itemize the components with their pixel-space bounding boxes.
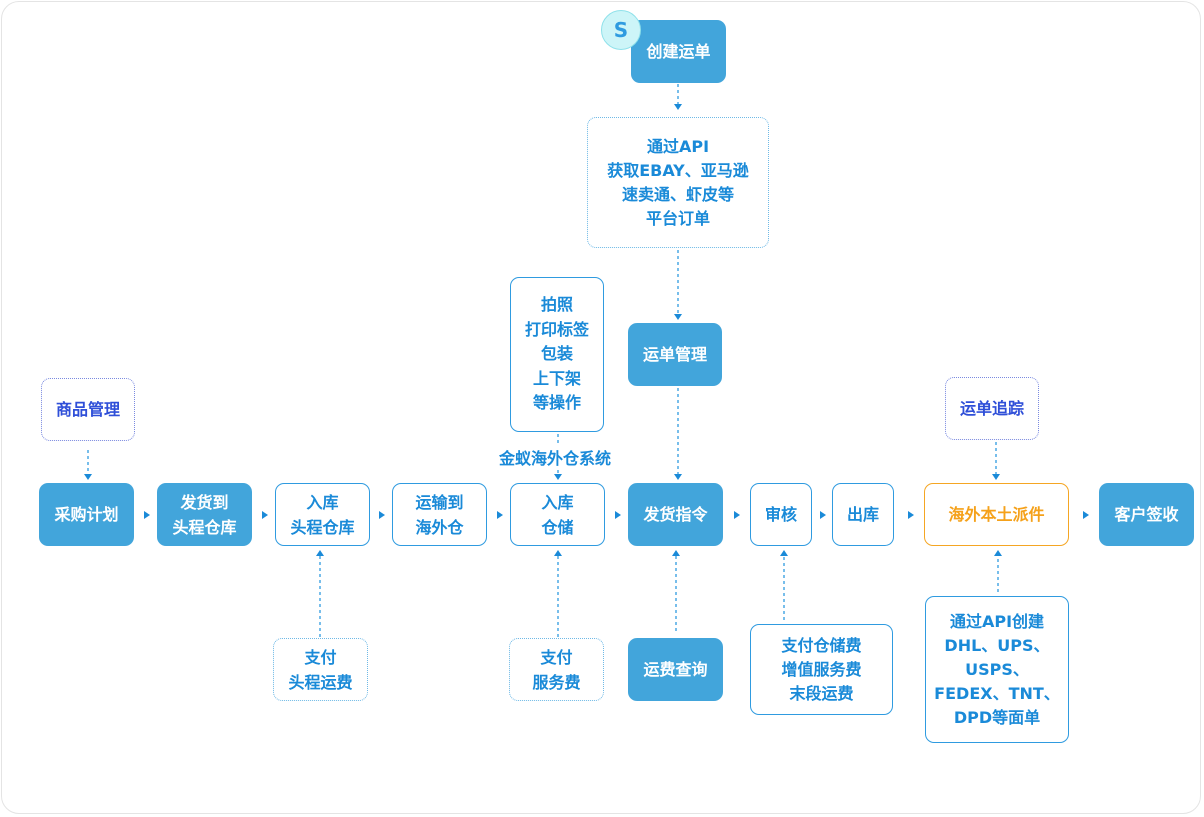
arrowhead-up	[994, 550, 1002, 556]
arrowhead-down	[554, 474, 562, 480]
node-pay-fees[interactable]: 支付仓储费 增值服务费 末段运费	[750, 624, 893, 715]
node-create-waybill[interactable]: 创建运单	[631, 20, 726, 83]
arrowhead-down	[674, 474, 682, 480]
node-shipping-instruction[interactable]: 发货指令	[628, 483, 723, 546]
arrowhead-right	[908, 511, 914, 519]
arrowhead-up	[672, 550, 680, 556]
system-title: 金蚁海外仓系统	[498, 445, 613, 469]
node-customer-signoff[interactable]: 客户签收	[1099, 483, 1194, 546]
node-pay-first-leg-freight[interactable]: 支付 头程运费	[273, 638, 368, 701]
arrowhead-up	[316, 550, 324, 556]
node-purchase-plan[interactable]: 采购计划	[39, 483, 134, 546]
start-badge: S	[601, 10, 641, 50]
arrowhead-right	[497, 511, 503, 519]
node-freight-query[interactable]: 运费查询	[628, 638, 723, 701]
node-pay-service-fee[interactable]: 支付 服务费	[509, 638, 604, 701]
node-api-orders[interactable]: 通过API 获取EBAY、亚马逊 速卖通、虾皮等 平台订单	[587, 117, 769, 248]
arrowhead-up	[554, 550, 562, 556]
arrowhead-down	[992, 474, 1000, 480]
node-waybill-management[interactable]: 运单管理	[628, 323, 722, 386]
arrowhead-down	[674, 104, 682, 110]
node-local-delivery[interactable]: 海外本土派件	[924, 483, 1069, 546]
node-carrier-labels[interactable]: 通过API创建 DHL、UPS、 USPS、 FEDEX、TNT、 DPD等面单	[925, 596, 1069, 743]
node-inbound-storage[interactable]: 入库 仓储	[510, 483, 605, 546]
arrowhead-right	[820, 511, 826, 519]
node-inbound-first-leg[interactable]: 入库 头程仓库	[275, 483, 370, 546]
node-warehouse-operations[interactable]: 拍照 打印标签 包装 上下架 等操作	[510, 277, 604, 432]
arrowhead-right	[144, 511, 150, 519]
node-review[interactable]: 审核	[750, 483, 812, 546]
node-product-management[interactable]: 商品管理	[41, 378, 135, 441]
node-ship-to-first-leg[interactable]: 发货到 头程仓库	[157, 483, 252, 546]
node-waybill-tracking[interactable]: 运单追踪	[945, 377, 1039, 440]
arrowhead-right	[615, 511, 621, 519]
node-outbound[interactable]: 出库	[832, 483, 894, 546]
arrowhead-right	[379, 511, 385, 519]
arrowhead-down	[674, 314, 682, 320]
arrowhead-right	[1083, 511, 1089, 519]
arrowhead-right	[262, 511, 268, 519]
arrowhead-right	[734, 511, 740, 519]
node-transport-overseas[interactable]: 运输到 海外仓	[392, 483, 487, 546]
arrowhead-up	[780, 550, 788, 556]
arrowhead-down	[84, 474, 92, 480]
